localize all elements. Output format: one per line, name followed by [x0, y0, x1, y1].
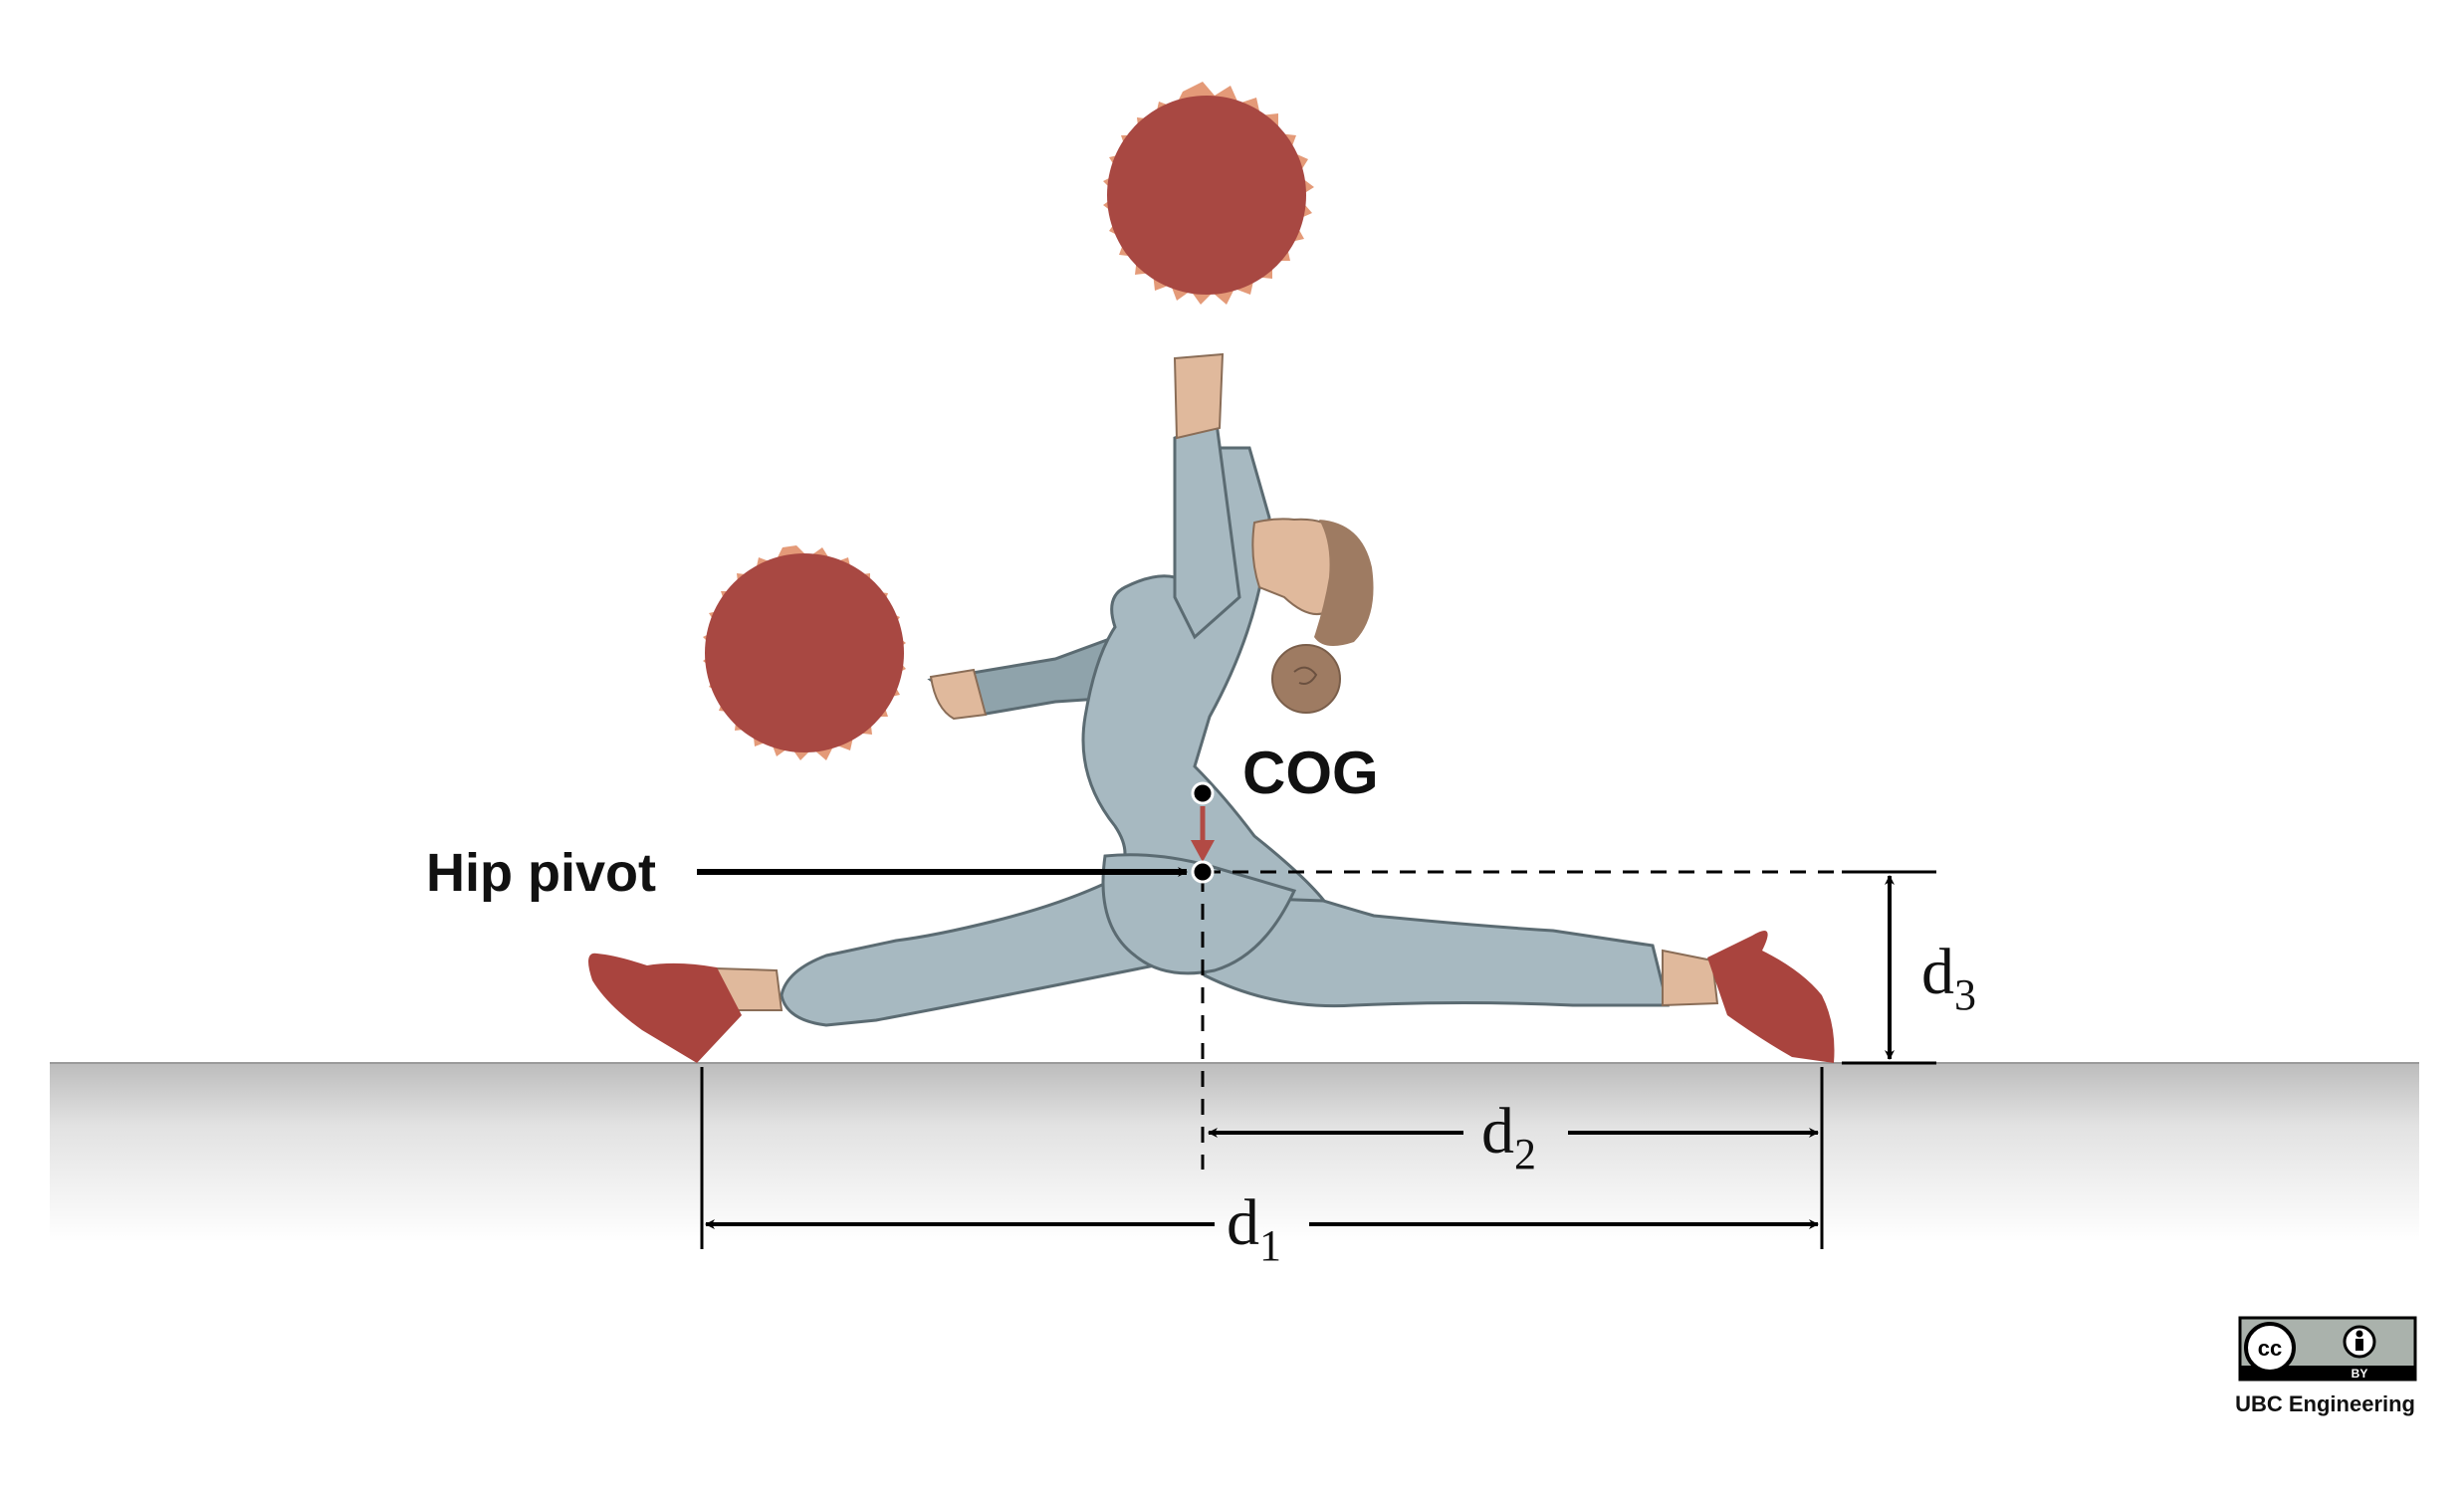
- pelvis: [1101, 853, 1297, 975]
- cog-label: COG: [1242, 740, 1379, 806]
- back-hand: [929, 668, 988, 721]
- right-shoe: [1707, 931, 1835, 1063]
- right-ankle: [1662, 949, 1719, 1007]
- d2-label: d2: [1481, 1095, 1536, 1178]
- d3-label: d3: [1921, 936, 1976, 1019]
- left-leg: [780, 853, 1208, 1027]
- top-pompom-icon: [1103, 82, 1314, 305]
- cc-by-badge: cc BY: [2238, 1316, 2417, 1382]
- hip-pivot-label: Hip pivot: [426, 843, 656, 903]
- credit-text: UBC Engineering: [2235, 1391, 2415, 1416]
- d1-label: d1: [1227, 1186, 1281, 1270]
- left-shoe: [588, 953, 742, 1063]
- floor: [50, 1063, 2419, 1242]
- raised-hand: [1173, 352, 1225, 440]
- gravity-arrowhead: [1191, 840, 1215, 862]
- svg-text:cc: cc: [2258, 1336, 2282, 1361]
- left-pompom-icon: [703, 545, 906, 760]
- hip-pivot-point: [1191, 860, 1215, 884]
- svg-text:BY: BY: [2352, 1367, 2368, 1381]
- cc-icon: [2244, 1322, 2296, 1374]
- cog-point: [1191, 781, 1215, 805]
- head: [1251, 518, 1374, 714]
